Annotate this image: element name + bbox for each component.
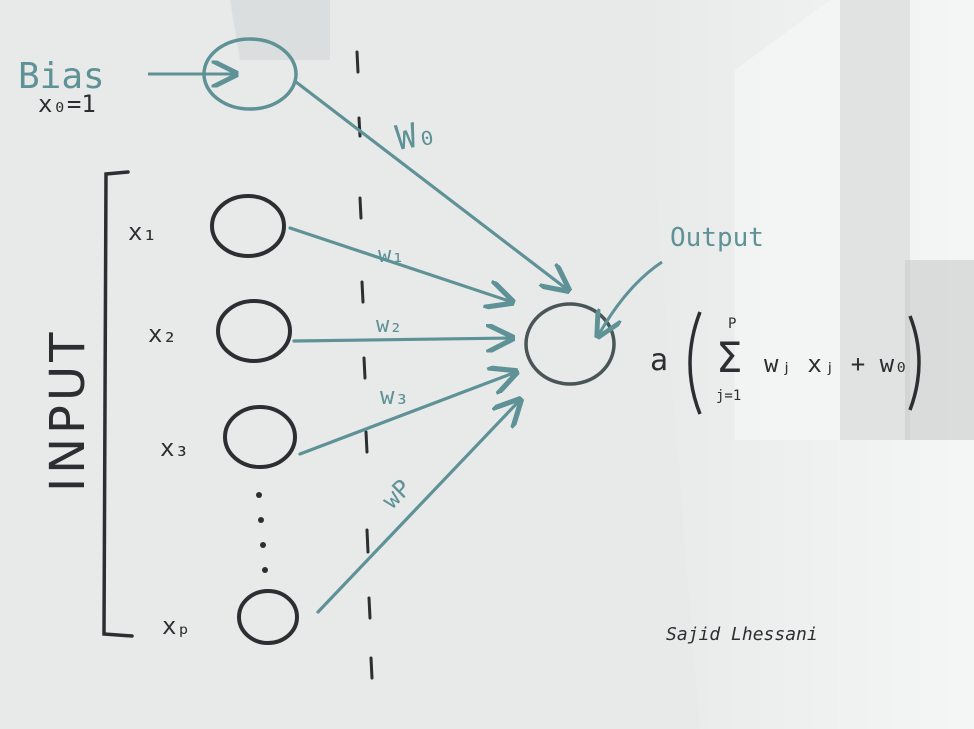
output-node [524, 302, 616, 386]
bias-label: Bias [18, 56, 105, 97]
distant-building-reflection [905, 260, 974, 440]
input-node-xp [237, 589, 299, 645]
ceiling-reflection [230, 0, 330, 60]
formula-sigma: Σ [716, 333, 743, 382]
output-pointer-arrow [598, 260, 663, 336]
weight-label-w3: w₃ [380, 382, 409, 410]
bias-node [202, 37, 298, 111]
weight-label-w1: w₁ [378, 243, 405, 268]
bias-value: x₀=1 [38, 90, 96, 118]
formula-close-paren [908, 315, 921, 411]
input-node-x3 [223, 405, 297, 469]
layer-divider [355, 50, 374, 680]
formula-upper-bound: P [728, 316, 736, 332]
window-pillar-reflection [840, 0, 910, 440]
activation-formula: a P Σ j=1 wⱼ xⱼ + w₀ [650, 311, 921, 415]
connection-bias [294, 80, 568, 290]
connection-x2 [292, 338, 512, 341]
input-ellipsis [256, 492, 268, 573]
formula-body: wⱼ xⱼ + w₀ [764, 350, 909, 378]
input-node-x2 [216, 299, 292, 363]
formula-lower-bound: j=1 [716, 388, 741, 404]
connection-x3 [298, 372, 516, 456]
input-label-x3: x₃ [160, 434, 189, 462]
weight-label-w0: W₀ [393, 112, 440, 159]
author-signature: Sajid Lhessani [666, 624, 818, 645]
formula-activation-symbol: a [650, 343, 668, 378]
input-group-label: INPUT [40, 329, 96, 492]
input-label-x1: x₁ [128, 218, 157, 246]
connection-xp [316, 400, 520, 614]
input-bracket [102, 170, 134, 638]
connection-x1 [288, 226, 512, 302]
formula-open-paren [688, 311, 702, 415]
weight-label-w2: w₂ [376, 313, 403, 338]
input-label-xp: xₚ [162, 612, 191, 640]
output-label: Output [670, 223, 764, 253]
input-label-x2: x₂ [148, 320, 177, 348]
input-node-x1 [210, 194, 286, 258]
